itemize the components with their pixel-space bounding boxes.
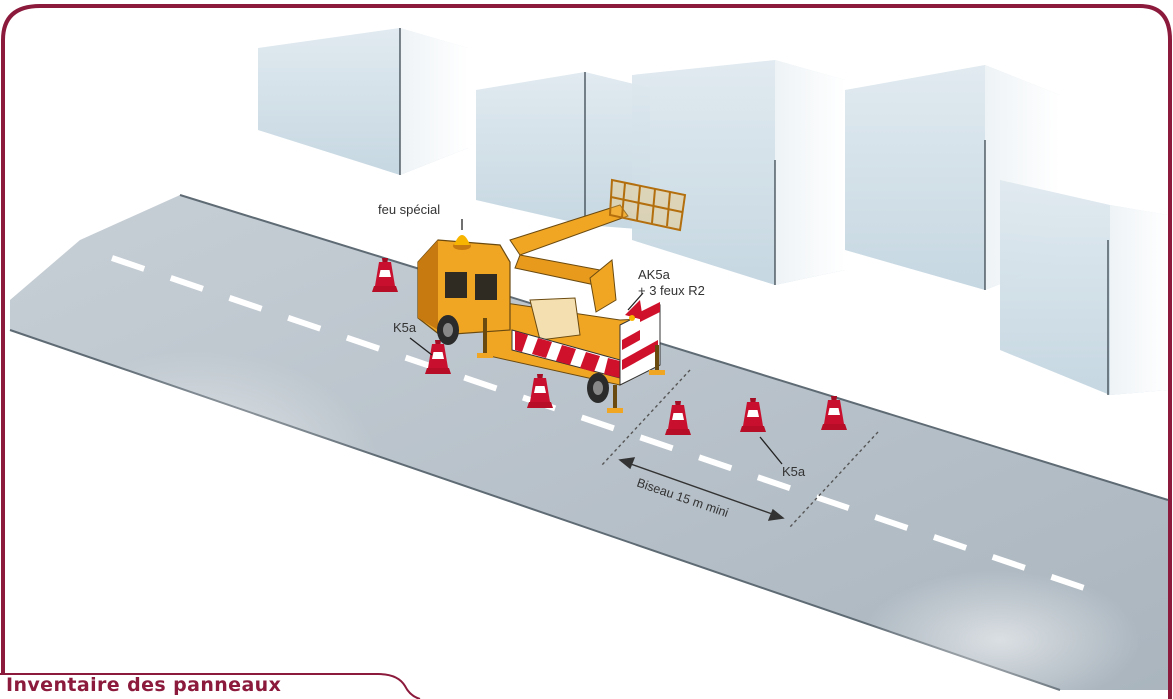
- label-ak5a: AK5a: [638, 267, 671, 282]
- label-ak5a-lights: + 3 feux R2: [638, 283, 705, 298]
- label-special-light: feu spécial: [378, 202, 440, 217]
- section-title: Inventaire des panneaux: [6, 674, 281, 696]
- label-k5a-right: K5a: [782, 464, 806, 479]
- label-k5a-left: K5a: [393, 320, 417, 335]
